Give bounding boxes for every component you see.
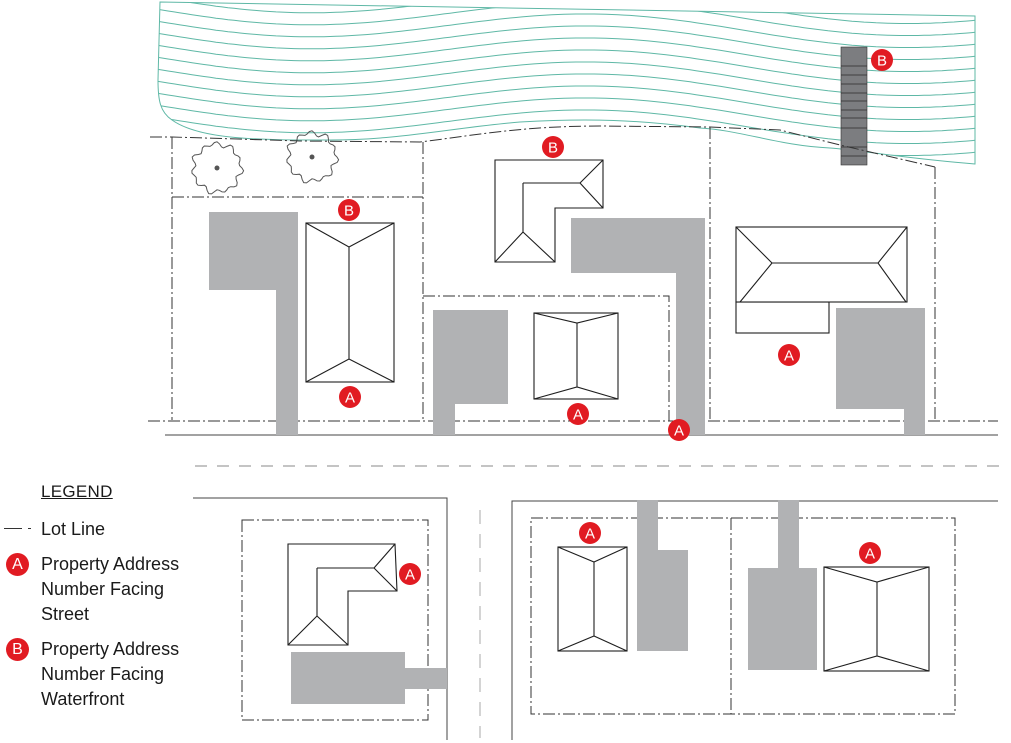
legend-label: Property Address Number Facing Street	[41, 554, 180, 624]
driveway-lower-1	[291, 652, 447, 704]
marker-label: B	[548, 140, 558, 157]
address-marker-b: B	[338, 199, 360, 221]
house-lower-2	[557, 546, 628, 652]
driveway-lower-2	[637, 500, 688, 651]
lot-lines	[148, 125, 998, 721]
marker-label: A	[573, 407, 583, 424]
driveway-lot-2-front	[433, 310, 508, 435]
buildings	[287, 159, 930, 672]
legend-label: Lot Line	[41, 519, 106, 539]
legend-label: Property Address Number Facing Waterfron…	[41, 639, 180, 709]
address-marker-a: A	[339, 386, 361, 408]
water-wave-line	[158, 2, 975, 12]
marker-label: A	[405, 567, 415, 584]
address-marker-a: A	[859, 542, 881, 564]
legend-title: LEGEND	[41, 482, 113, 501]
house-lot-3	[735, 226, 908, 334]
driveway-lot-3	[836, 308, 925, 435]
marker-a-icon: A	[6, 553, 29, 576]
address-marker-a: A	[567, 403, 589, 425]
address-marker-a: A	[778, 344, 800, 366]
water-wave-line	[158, 13, 975, 48]
house-lot-2-rear	[494, 159, 604, 263]
marker-label: A	[674, 423, 684, 440]
address-markers: B A B A A B A A A A	[338, 49, 893, 585]
address-marker-b: B	[542, 136, 564, 158]
marker-label: A	[585, 526, 595, 543]
water-wave-line	[158, 2, 975, 24]
address-marker-a: A	[579, 522, 601, 544]
marker-label: A	[865, 546, 875, 563]
driveway-lot-2-rear	[571, 218, 705, 435]
tree	[286, 130, 340, 184]
address-marker-a: A	[399, 563, 421, 585]
address-marker-a: A	[668, 419, 690, 441]
water-wave-line	[158, 2, 975, 36]
house-lower-1	[287, 543, 398, 646]
house-lot-2-front	[533, 312, 619, 400]
house-lower-3	[823, 566, 930, 672]
water-boundary	[157, 1, 976, 165]
driveways	[209, 212, 925, 704]
house-lot-1	[305, 222, 395, 383]
marker-b-icon: B	[6, 638, 29, 661]
lot-line-icon	[4, 528, 34, 530]
driveway-lot-1	[209, 212, 298, 435]
marker-label: B	[877, 53, 887, 70]
address-marker-b: B	[871, 49, 893, 71]
marker-label: A	[784, 348, 794, 365]
tree	[191, 141, 245, 195]
marker-label: A	[345, 390, 355, 407]
street	[165, 434, 1000, 740]
marker-label: B	[344, 203, 354, 220]
dock	[840, 46, 868, 166]
driveway-lower-3	[748, 500, 817, 670]
